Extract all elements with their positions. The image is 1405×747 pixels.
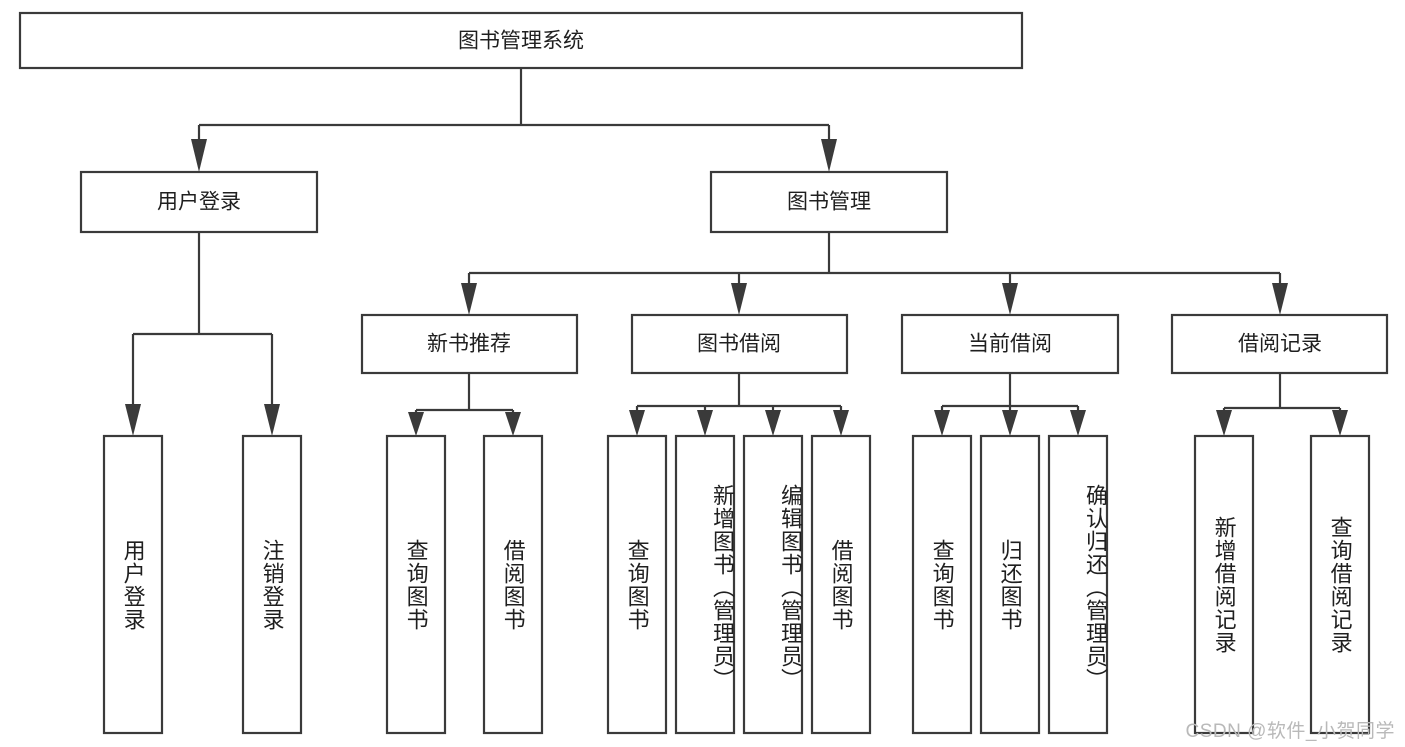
leaf-box-nbr-1[interactable] bbox=[482, 434, 544, 735]
node-user-login-label: 用户登录 bbox=[157, 191, 241, 214]
arrowhead-br-leaf-1 bbox=[1216, 410, 1232, 436]
node-borrow-record-label: 借阅记录 bbox=[1238, 333, 1322, 356]
leaf-boxes-borrow-record bbox=[1193, 434, 1371, 735]
leaf-box-bb-2[interactable] bbox=[742, 434, 804, 735]
node-new-book-recommend-box[interactable] bbox=[360, 313, 579, 375]
leaf-box-br-0[interactable] bbox=[1193, 434, 1255, 735]
leaf-box-bb-0[interactable] bbox=[606, 434, 668, 735]
leaf-box-user-login-0[interactable] bbox=[102, 434, 164, 735]
node-root-box[interactable] bbox=[18, 11, 1024, 70]
leaf-box-cb-0[interactable] bbox=[911, 434, 973, 735]
arrowhead-bb-leaf-4 bbox=[833, 410, 849, 436]
arrowhead-current-borrow bbox=[1002, 283, 1018, 315]
node-new-book-recommend-label: 新书推荐 bbox=[427, 333, 511, 356]
node-new-book-recommend[interactable]: 新书推荐 bbox=[360, 313, 579, 375]
arrowhead-cb-leaf-3 bbox=[1070, 410, 1086, 436]
arrowhead-cb-leaf-1 bbox=[934, 410, 950, 436]
leaf-boxes-user-login bbox=[102, 434, 303, 735]
leaf-boxes-new-book-recommend bbox=[385, 434, 544, 735]
node-borrow-record[interactable]: 借阅记录 bbox=[1170, 313, 1389, 375]
arrowhead-nbr-leaf-2 bbox=[505, 412, 521, 436]
connector-group-current-borrow bbox=[934, 373, 1086, 436]
connector-group-root bbox=[191, 68, 837, 172]
leaf-boxes-current-borrow bbox=[911, 434, 1109, 735]
leaf-box-cb-1[interactable] bbox=[979, 434, 1041, 735]
node-current-borrow-label: 当前借阅 bbox=[968, 333, 1052, 356]
arrowhead-book-borrow bbox=[731, 283, 747, 315]
node-user-login-box[interactable] bbox=[79, 170, 319, 234]
node-book-manage-label: 图书管理 bbox=[787, 191, 871, 214]
arrowhead-bb-leaf-1 bbox=[629, 410, 645, 436]
node-borrow-record-box[interactable] bbox=[1170, 313, 1389, 375]
arrowhead-bb-leaf-3 bbox=[765, 410, 781, 436]
leaf-box-user-login-1[interactable] bbox=[241, 434, 303, 735]
node-book-borrow-box[interactable] bbox=[630, 313, 849, 375]
leaf-box-nbr-0[interactable] bbox=[385, 434, 447, 735]
connector-group-new-book-recommend bbox=[408, 373, 521, 436]
leaf-box-bb-3[interactable] bbox=[810, 434, 872, 735]
leaf-boxes-book-borrow bbox=[606, 434, 872, 735]
arrowhead-leaf-logout bbox=[264, 404, 280, 436]
node-book-manage[interactable]: 图书管理 bbox=[709, 170, 949, 234]
csdn-watermark: CSDN @软件_小贺同学 bbox=[1185, 721, 1395, 742]
node-book-manage-box[interactable] bbox=[709, 170, 949, 234]
arrowhead-leaf-user-login bbox=[125, 404, 141, 436]
connector-group-user-login bbox=[125, 232, 280, 436]
arrowhead-cb-leaf-2 bbox=[1002, 410, 1018, 436]
node-root[interactable]: 图书管理系统 bbox=[18, 11, 1024, 70]
connector-group-book-manage bbox=[461, 232, 1288, 315]
node-current-borrow-box[interactable] bbox=[900, 313, 1120, 375]
arrowhead-bb-leaf-2 bbox=[697, 410, 713, 436]
node-current-borrow[interactable]: 当前借阅 bbox=[900, 313, 1120, 375]
arrowhead-borrow-record bbox=[1272, 283, 1288, 315]
connector-group-borrow-record bbox=[1216, 373, 1348, 436]
leaf-box-cb-2[interactable] bbox=[1047, 434, 1109, 735]
leaf-box-bb-1[interactable] bbox=[674, 434, 736, 735]
arrowhead-br-leaf-2 bbox=[1332, 410, 1348, 436]
connector-group-book-borrow bbox=[629, 373, 849, 436]
node-root-label: 图书管理系统 bbox=[458, 30, 584, 53]
node-book-borrow[interactable]: 图书借阅 bbox=[630, 313, 849, 375]
node-user-login[interactable]: 用户登录 bbox=[79, 170, 319, 234]
node-book-borrow-label: 图书借阅 bbox=[697, 333, 781, 356]
arrowhead-new-book bbox=[461, 283, 477, 315]
arrowhead-user-login bbox=[191, 139, 207, 172]
arrowhead-nbr-leaf-1 bbox=[408, 412, 424, 436]
leaf-box-br-1[interactable] bbox=[1309, 434, 1371, 735]
arrowhead-book-manage bbox=[821, 139, 837, 172]
